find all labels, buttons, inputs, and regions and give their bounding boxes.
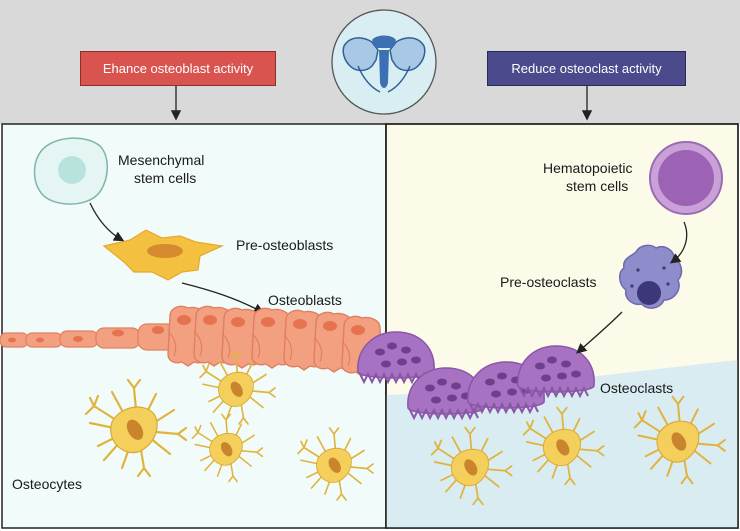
lining-cells <box>0 323 177 351</box>
msc-to-preosteoblast-arrow <box>89 202 125 242</box>
hematopoietic-stem-cell <box>649 141 723 215</box>
hsc-label-line2: stem cells <box>566 178 628 194</box>
preosteoblast-to-osteoblast-arrow <box>181 282 265 314</box>
pre-osteoclast-cell <box>619 244 683 309</box>
pelvis-icon <box>331 9 437 115</box>
hsc-label-line1: Hematopoietic <box>543 160 633 176</box>
osteocyte-label: Osteocytes <box>12 476 82 492</box>
mesenchymal-stem-cell <box>33 137 108 205</box>
hsc-to-preosteoclast-arrow <box>669 221 688 264</box>
pre-osteoblast-cell <box>102 229 225 281</box>
msc-label-line2: stem cells <box>134 170 196 186</box>
reduce-osteoclast-box: Reduce osteoclast activity <box>487 51 686 86</box>
osteoclast-label: Osteoclasts <box>600 380 673 396</box>
enhance-osteoblast-box: Ehance osteoblast activity <box>80 51 276 86</box>
preosteoblast-label: Pre-osteoblasts <box>236 237 333 253</box>
msc-label-line1: Mesenchymal <box>118 152 204 168</box>
preosteoclast-label: Pre-osteoclasts <box>500 274 596 290</box>
preosteoclast-to-osteoclast-arrow <box>576 311 623 354</box>
osteoblast-label: Osteoblasts <box>268 292 342 308</box>
